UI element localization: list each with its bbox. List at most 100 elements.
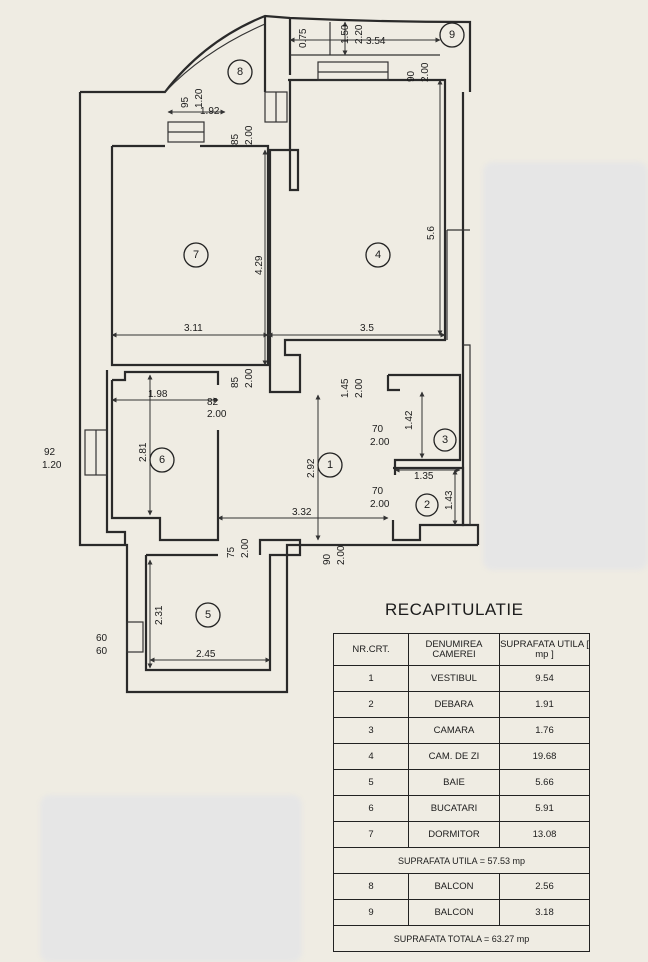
recap-cell-area: 2.56 xyxy=(499,873,590,900)
dim-332: 3.32 xyxy=(292,507,312,518)
dim-075: 0.75 xyxy=(298,28,309,48)
dim-90-top: 90 xyxy=(406,70,417,82)
dim-145-top: 1.45 xyxy=(340,378,351,398)
recap-subtotal-row: SUPRAFATA UTILA = 57.53 mp xyxy=(333,847,590,874)
dim-35: 3.5 xyxy=(360,323,374,334)
dim-198: 1.98 xyxy=(148,389,168,400)
room-7-circle xyxy=(183,242,209,268)
room-6-number: 6 xyxy=(159,454,165,466)
dim-292: 2.92 xyxy=(306,458,317,478)
room-7-walls xyxy=(110,121,270,367)
recap-cell-nr: 3 xyxy=(333,717,409,744)
dim-75-top: 75 xyxy=(226,546,237,558)
room-1-circle xyxy=(317,452,343,478)
room-1-number: 1 xyxy=(327,459,333,471)
dim-85b-top: 85 xyxy=(230,376,241,388)
recap-cell-area: 3.18 xyxy=(499,899,590,926)
redacted-area-bottom-left xyxy=(40,795,302,962)
recap-header-row: NR.CRT. DENUMIREA CAMEREI SUPRAFATA UTIL… xyxy=(333,633,590,666)
dim-90b-top: 90 xyxy=(322,553,333,565)
recap-cell-name: DEBARA xyxy=(408,691,500,718)
table-row: 5 BAIE 5.66 xyxy=(333,769,590,796)
dim-95-top: 95 xyxy=(180,96,191,108)
room-4-walls xyxy=(264,61,470,394)
dim-60-top: 60 xyxy=(96,633,108,644)
dim-85a-bot: 2.00 xyxy=(244,125,255,145)
recap-cell-name: DORMITOR xyxy=(408,821,500,848)
room-6-circle xyxy=(149,447,175,473)
dim-95-bot: 1.20 xyxy=(194,88,205,108)
recap-total-row: SUPRAFATA TOTALA = 63.27 mp xyxy=(333,925,590,952)
dim-192: 1.92 xyxy=(200,106,220,117)
outer-walls xyxy=(78,14,480,694)
recap-cell-area: 9.54 xyxy=(499,665,590,692)
redacted-area-right xyxy=(483,162,648,570)
recap-cell-area: 13.08 xyxy=(499,821,590,848)
recap-cell-area: 5.66 xyxy=(499,769,590,796)
recap-table: NR.CRT. DENUMIREA CAMEREI SUPRAFATA UTIL… xyxy=(333,633,590,952)
dim-85a-top: 85 xyxy=(230,133,241,145)
room-6-walls xyxy=(84,370,220,542)
room-5-number: 5 xyxy=(205,609,211,621)
table-row: 7 DORMITOR 13.08 xyxy=(333,821,590,848)
recap-cell-area: 1.76 xyxy=(499,717,590,744)
room-2-3-walls xyxy=(386,344,471,542)
dim-90b-bot: 2.00 xyxy=(336,545,347,565)
recap-cell-area: 19.68 xyxy=(499,743,590,770)
recap-title: RECAPITULATIE xyxy=(385,600,524,619)
balcony-9-walls xyxy=(290,22,440,56)
dim-145-bot: 2.00 xyxy=(354,378,365,398)
recap-cell-area: 1.91 xyxy=(499,691,590,718)
recap-cell-nr: 6 xyxy=(333,795,409,822)
table-row: 2 DEBARA 1.91 xyxy=(333,691,590,718)
dim-82-top: 82 xyxy=(207,397,219,408)
recap-cell-name: BALCON xyxy=(408,899,500,926)
room-4-number: 4 xyxy=(375,249,381,261)
recap-cell-name: BUCATARI xyxy=(408,795,500,822)
dim-90-bot: 2.00 xyxy=(420,62,431,82)
recap-cell-name: CAMARA xyxy=(408,717,500,744)
dim-354: 3.54 xyxy=(366,36,386,47)
dim-135: 1.35 xyxy=(414,471,434,482)
recap-cell-name: CAM. DE ZI xyxy=(408,743,500,770)
table-row: 1 VESTIBUL 9.54 xyxy=(333,665,590,692)
dim-143: 1.43 xyxy=(444,490,455,510)
dim-75-bot: 2.00 xyxy=(240,538,251,558)
room-2-number: 2 xyxy=(424,499,430,511)
dim-60-bot: 60 xyxy=(96,646,108,657)
room-5-walls xyxy=(126,538,302,672)
dim-245: 2.45 xyxy=(196,649,216,660)
room-7-number: 7 xyxy=(193,249,199,261)
dim-281: 2.81 xyxy=(138,442,149,462)
dim-70b-top: 70 xyxy=(372,486,384,497)
room-8-number: 8 xyxy=(237,66,243,78)
room-4-circle xyxy=(365,242,391,268)
dim-70a-bot: 2.00 xyxy=(370,437,390,448)
recap-header-name: DENUMIREA CAMEREI xyxy=(408,633,500,666)
table-row: 8 BALCON 2.56 xyxy=(333,873,590,900)
recap-cell-nr: 2 xyxy=(333,691,409,718)
recap-cell-name: BALCON xyxy=(408,873,500,900)
recap-cell-name: VESTIBUL xyxy=(408,665,500,692)
recap-subtotal: SUPRAFATA UTILA = 57.53 mp xyxy=(333,847,590,874)
recap-cell-area: 5.91 xyxy=(499,795,590,822)
dim-85b-bot: 2.00 xyxy=(244,368,255,388)
table-row: 4 CAM. DE ZI 19.68 xyxy=(333,743,590,770)
recap-cell-nr: 5 xyxy=(333,769,409,796)
table-row: 6 BUCATARI 5.91 xyxy=(333,795,590,822)
dim-82-bot: 2.00 xyxy=(207,409,227,420)
dim-56: 5.6 xyxy=(426,226,437,240)
recap-cell-nr: 8 xyxy=(333,873,409,900)
dim-429: 4.29 xyxy=(254,255,265,275)
dimension-labels: 0.75 1.50 2.20 3.54 90 2.00 95 1.20 1.92… xyxy=(42,24,455,660)
dim-70a-top: 70 xyxy=(372,424,384,435)
recap-header-area: SUPRAFATA UTILA [ mp ] xyxy=(499,633,590,666)
recap-cell-nr: 1 xyxy=(333,665,409,692)
dim-311: 3.11 xyxy=(184,323,203,334)
table-row: 9 BALCON 3.18 xyxy=(333,899,590,926)
recap-total: SUPRAFATA TOTALA = 63.27 mp xyxy=(333,925,590,952)
dim-70b-bot: 2.00 xyxy=(370,499,390,510)
dim-142: 1.42 xyxy=(404,410,415,430)
recap-cell-nr: 7 xyxy=(333,821,409,848)
